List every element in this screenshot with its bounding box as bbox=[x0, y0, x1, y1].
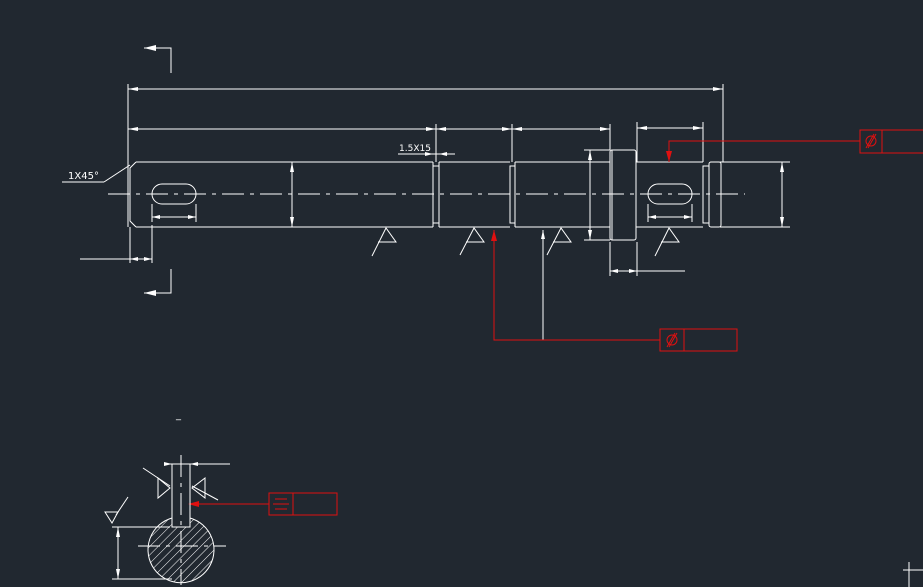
dimension-segments bbox=[128, 122, 704, 162]
section-arrow-icon bbox=[144, 290, 156, 296]
chamfer-note: 1X45° bbox=[62, 164, 131, 183]
dimension-overall-length bbox=[127, 84, 724, 162]
section-arrow-top bbox=[144, 45, 172, 73]
cylindricity-icon bbox=[865, 133, 877, 149]
surface-finish-4 bbox=[654, 227, 680, 257]
leader-arrow-icon bbox=[666, 151, 672, 162]
fcf-section[interactable] bbox=[188, 492, 338, 516]
groove-note: 1.5X15 bbox=[398, 144, 455, 156]
section-label-tick: _ bbox=[175, 410, 182, 421]
dimension-diameters bbox=[290, 149, 790, 241]
shaft-body bbox=[127, 149, 786, 241]
chamfer-label: 1X45° bbox=[68, 171, 99, 182]
section-arrow-bottom bbox=[144, 269, 172, 296]
surface-finish-icon bbox=[459, 227, 485, 256]
leader-arrow-icon bbox=[491, 230, 497, 241]
cylindricity-icon bbox=[666, 332, 678, 348]
surface-finish-2 bbox=[459, 227, 485, 256]
surface-finish-icon bbox=[371, 227, 397, 257]
shaft-section-view bbox=[104, 455, 230, 585]
surface-finish-icon bbox=[546, 227, 572, 256]
surface-finish-1 bbox=[371, 227, 397, 257]
fcf-lower-center[interactable] bbox=[491, 230, 738, 352]
leader-arrow-icon bbox=[188, 501, 199, 507]
section-arrow-icon bbox=[144, 45, 156, 51]
surface-finish-icon bbox=[654, 227, 680, 257]
surface-finish-3 bbox=[546, 227, 572, 256]
symmetry-icon bbox=[273, 498, 289, 510]
dimension-keyways bbox=[80, 204, 693, 276]
fcf-upper-right[interactable] bbox=[666, 129, 923, 162]
groove-label: 1.5X15 bbox=[399, 144, 431, 154]
